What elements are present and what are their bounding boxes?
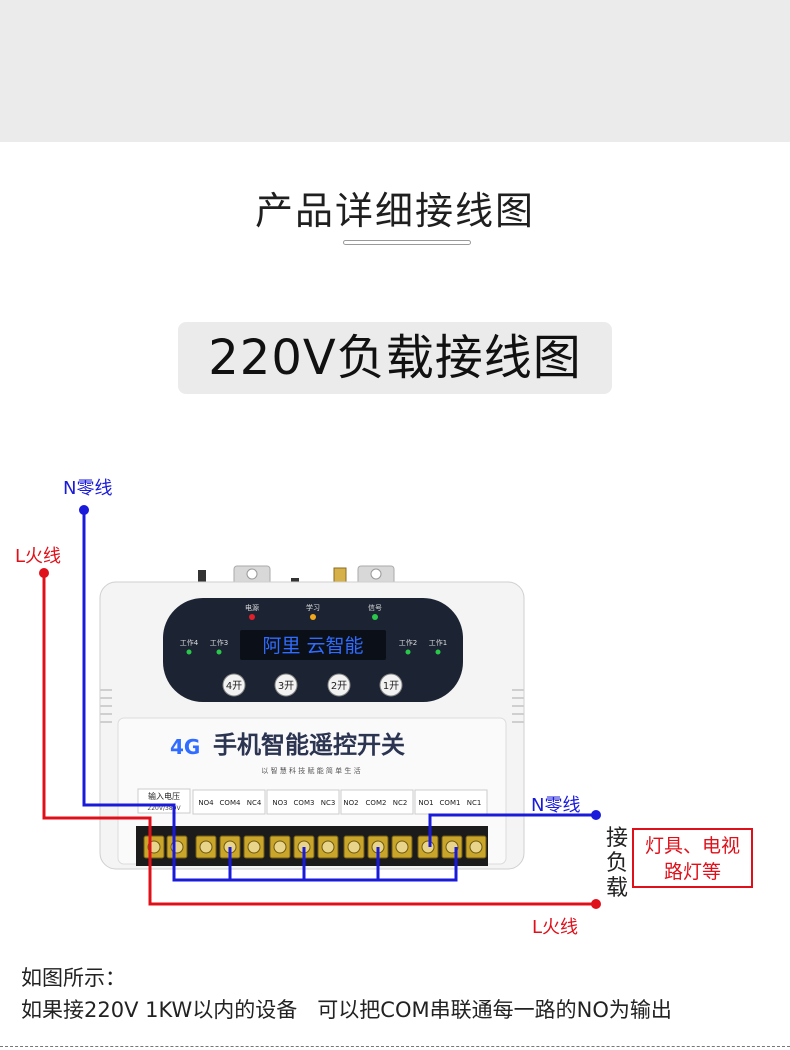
neutral-wire [82, 510, 596, 882]
terminal-block [136, 826, 488, 866]
svg-text:NC4: NC4 [247, 799, 262, 807]
live-top-terminal [39, 568, 49, 578]
status-label-2: 工作2 [399, 638, 417, 647]
notes-line1: 如图所示： [21, 966, 126, 990]
button-1-open[interactable]: 1开 [379, 673, 403, 697]
neutral-label-right: N零线 [531, 795, 581, 816]
4g-badge: 4G [170, 735, 200, 759]
learn-label: 学习 [306, 603, 320, 612]
svg-text:NC1: NC1 [467, 799, 482, 807]
display-text: 阿里 云智能 [262, 635, 363, 657]
input-voltage-label: 输入电压 [148, 791, 180, 801]
load-box: 灯具、电视 路灯等 [632, 828, 753, 888]
svg-text:NO2: NO2 [343, 799, 358, 807]
product-name: 手机智能遥控开关 [213, 731, 405, 759]
button-2-open[interactable]: 2开 [327, 673, 351, 697]
input-voltage-value: 220V/380V [147, 805, 181, 812]
load-vertical-label: 接负载 [605, 826, 628, 901]
power-label: 电源 [245, 603, 259, 612]
load-box-line2: 路灯等 [663, 861, 721, 883]
neutral-label-top: N零线 [63, 478, 113, 499]
status-label-1: 工作1 [429, 638, 447, 647]
live-label-top: L火线 [15, 546, 62, 567]
load-box-line1: 灯具、电视 [644, 835, 740, 857]
svg-text:COM3: COM3 [294, 799, 315, 807]
notes: 如图所示： 如果接220V 1KW以内的设备 可以把COM串联通每一路的NO为输… [21, 962, 672, 1026]
svg-text:COM1: COM1 [440, 799, 461, 807]
svg-text:NO1: NO1 [418, 799, 433, 807]
svg-text:4开: 4开 [226, 681, 242, 692]
live-label-right: L火线 [532, 917, 579, 938]
svg-text:3开: 3开 [278, 681, 294, 692]
svg-text:NO4: NO4 [198, 799, 214, 807]
live-wire [42, 573, 596, 906]
svg-text:1开: 1开 [383, 681, 399, 692]
control-panel: 阿里 云智能 电源 学习 信号 工作4 工作3 工作2 工作1 4开 3开 2开… [163, 598, 463, 702]
notes-line2: 如果接220V 1KW以内的设备 可以把COM串联通每一路的NO为输出 [21, 998, 672, 1022]
learn-led [310, 614, 316, 620]
svg-text:COM2: COM2 [366, 799, 387, 807]
neutral-right-terminal [591, 810, 601, 820]
signal-led [372, 614, 378, 620]
dashed-divider [0, 1046, 790, 1047]
power-led [249, 614, 255, 620]
live-right-terminal [591, 899, 601, 909]
title-underline [343, 240, 471, 245]
header-band [0, 0, 790, 142]
svg-text:NC3: NC3 [321, 799, 336, 807]
slogan: 以 智 慧 科 技 赋 能 简 单 生 活 [261, 766, 360, 775]
status-label-4: 工作4 [180, 638, 199, 647]
svg-text:COM4: COM4 [220, 799, 241, 807]
neutral-top-terminal [79, 505, 89, 515]
signal-label: 信号 [368, 603, 382, 612]
terminal-labels: 输入电压 220V/380V NO4 COM4 NC4 NO3 COM3 NC3… [137, 788, 488, 815]
button-4-open[interactable]: 4开 [222, 673, 246, 697]
status-label-3: 工作3 [210, 638, 228, 647]
button-3-open[interactable]: 3开 [274, 673, 298, 697]
svg-text:2开: 2开 [331, 681, 347, 692]
section-title: 产品详细接线图 [254, 189, 535, 233]
svg-text:NO3: NO3 [272, 799, 287, 807]
banner-title: 220V负载接线图 [178, 322, 612, 394]
svg-text:NC2: NC2 [393, 799, 408, 807]
